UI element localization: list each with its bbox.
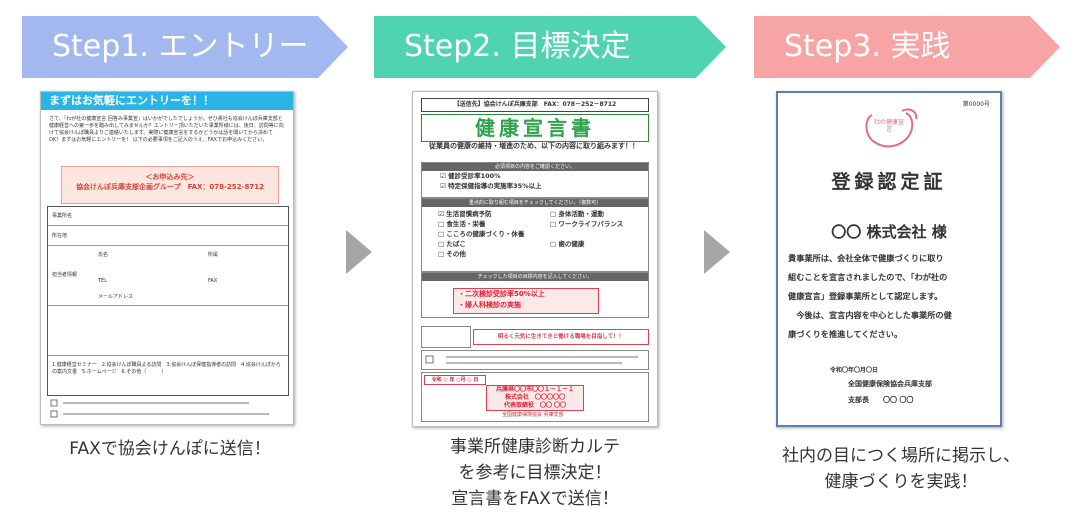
priority-item: □ たばこ [438, 240, 466, 248]
step2-label: Step2. 目標決定 [404, 29, 631, 64]
step2-arrow-shape [374, 16, 726, 78]
certificate-rep: 支部長 〇〇 〇〇 [848, 395, 914, 404]
logo-text: 社の健康宣言 [874, 119, 905, 133]
priority-item-label: 食生活・栄養 [446, 220, 486, 228]
priority-item: □ 食生活・栄養 [438, 220, 486, 228]
target-item: ・婦人科検診の実施 [458, 301, 521, 309]
priority-item-label: ワークライフバランス [558, 220, 624, 228]
company-line: 株式会社 〇〇〇〇〇 [504, 394, 565, 401]
consent-row [421, 350, 649, 370]
caption-line: 社内の目につく場所に掲示し、 [782, 446, 1020, 466]
priority-item: □ ワークライフバランス [550, 220, 624, 228]
caption-line: 健康づくりを実践！ [824, 472, 978, 492]
priority-item: □ その他 [438, 250, 466, 258]
priority-item: ☑ 生活習慣病予防 [438, 210, 492, 218]
step3-caption: 社内の目につく場所に掲示し、 健康づくりを実践！ [746, 443, 1056, 495]
entry-form-table: 事業所名 所在地 担当者情報 氏名 所属 TEL FAX メールアドレス 1.健… [47, 206, 289, 396]
priority-item: □ こころの健康づくり・休養 [438, 230, 525, 238]
field-label: TEL [98, 278, 107, 284]
company-section: 令和 ○ 年 ○月 ○ 日 兵庫県〇〇市〇〇１－１－１ 株式会社 〇〇〇〇〇 代… [421, 372, 649, 422]
declaration-date: 令和 ○ 年 ○月 ○ 日 [424, 375, 486, 385]
field-label: メールアドレス [98, 294, 134, 300]
field-label: 事業所名 [52, 213, 73, 219]
body-line: 今後は、宣言内容を中心とした事業所の健 [788, 310, 952, 320]
step2-banner: Step2. 目標決定 [374, 16, 726, 78]
priority-item-label: その他 [446, 250, 466, 258]
step3-arrow-shape [754, 16, 1060, 78]
priority-item-label: 歯の健康 [558, 240, 585, 248]
required-item: ☑ 健診受診率100% [440, 172, 501, 180]
entry-form-intro: さて、『わが社の健康宣言 回答み事業宣』はいかがでしたでしょうか。ぜひ貴社も協会… [49, 116, 284, 143]
step2-caption: 事業所健康診断カルテ を参考に目標決定！ 宣言書をFAXで送信！ [400, 434, 670, 512]
certificate-document: 第0000号 社の健康宣言 登録認定証 〇〇 株式会社 様 貴事業所は、会社全体… [776, 91, 1002, 427]
required-item-label: 特定保健指導の実施率35%以上 [448, 182, 542, 190]
apply-detail: 協会けんぽ兵庫支部企画グループ FAX：078-252-8712 [76, 183, 264, 191]
required-item: ☑ 特定保健指導の実施率35%以上 [440, 182, 542, 190]
declaration-title: 健康宣言書 [421, 114, 649, 142]
step1-banner: Step1. エントリー [22, 16, 348, 78]
company-line: 兵庫県〇〇市〇〇１－１－１ [495, 386, 574, 393]
fax-destination: 【送信先】協会けんぽ兵庫支部 FAX：078－252－8712 [421, 98, 649, 112]
priority-item: □ 歯の健康 [550, 240, 585, 248]
step1-caption: FAXで協会けんぽに送信！ [30, 436, 310, 462]
health-declaration-logo [865, 108, 918, 148]
target-item: ・二次検診受診率50%以上 [458, 290, 545, 298]
note-bar: チェックした項目の目標内容を記入してください。 [422, 273, 648, 281]
entry-form-header: まずはお気軽にエントリーを！！ [41, 92, 293, 110]
required-section: 必須項目の内容をご確認ください。 ☑ 健診受診率100% ☑ 特定保健指導の実施… [421, 162, 649, 198]
target-section: チェックした項目の目標内容を記入してください。 [421, 272, 649, 318]
apply-title: ＜お申込み先＞ [145, 173, 195, 181]
certificate-title: 登録認定証 [831, 171, 947, 193]
priority-item-label: こころの健康づくり・休養 [446, 230, 525, 238]
body-line: 貴事業所は、会社全体で健康づくりに取り [788, 253, 944, 263]
consent-lines [425, 355, 638, 364]
next-arrow-icon [346, 230, 372, 274]
caption-line: を参考に目標決定！ [458, 463, 612, 483]
required-item-label: 健診受診率100% [448, 172, 501, 180]
entry-form-apply-box: ＜お申込み先＞ 協会けんぽ兵庫支部企画グループ FAX：078-252-8712 [61, 166, 279, 204]
step3-label: Step3. 実践 [784, 29, 951, 64]
step1-label: Step1. エントリー [52, 29, 309, 64]
step3-banner: Step3. 実践 [754, 16, 1060, 78]
certificate-org: 全国健康保険協会兵庫支部 [848, 379, 932, 388]
declaration-document: 【送信先】協会けんぽ兵庫支部 FAX：078－252－8712 健康宣言書 従業… [412, 91, 658, 427]
body-line: 康づくりを推進してください。 [788, 329, 903, 339]
checkbox-rows [50, 399, 269, 418]
caption-line: 事業所健康診断カルテ [450, 437, 620, 457]
entry-form-document: まずはお気軽にエントリーを！！ さて、『わが社の健康宣言 回答み事業宣』はいかが… [40, 91, 294, 425]
company-box: 兵庫県〇〇市〇〇１－１－１ 株式会社 〇〇〇〇〇 代表取締役 〇〇 〇〇 [486, 385, 584, 411]
required-bar: 必須項目の内容をご確認ください。 [422, 163, 648, 171]
priority-item-label: たばこ [446, 240, 466, 248]
next-arrow-icon [704, 230, 730, 274]
slogan-label-box [421, 326, 471, 348]
certificate-company: 〇〇 株式会社 様 [831, 223, 947, 241]
field-label: 所在地 [52, 233, 68, 239]
priority-col-right: □ 身体活動・運動 □ ワークライフバランス □ 歯の健康 [550, 209, 646, 249]
company-line: 代表取締役 〇〇 〇〇 [503, 402, 567, 409]
slogan: 明るく元気に生きてきと働ける職場を目指して！！ [473, 329, 649, 345]
priority-item-label: 身体活動・運動 [558, 210, 604, 218]
certificate-number: 第0000号 [962, 101, 990, 108]
field-label: 所属 [208, 252, 219, 258]
field-label: FAX [208, 278, 218, 284]
target-box: ・二次検診受診率50%以上 ・婦人科検診の実施 [453, 288, 599, 314]
body-line: 組むことを宣言されましたので、「わが社の [788, 272, 948, 282]
declaration-subtitle: 従業員の健康の維持・増進のため、以下の内容に取り組みます！！ [429, 142, 639, 150]
priority-bar: 重点的に取り組む項目をチェックしてください。（複数可） [422, 199, 648, 207]
entry-form-options: 1.健康経営セミナー 2.協会けんぽ職員よる訪問 3.協会けんぽ保健指導者の訪問… [52, 362, 281, 375]
certificate-body: 貴事業所は、会社全体で健康づくりに取り 組むことを宣言されましたので、「わが社の… [788, 249, 990, 344]
certificate-date: 令和〇年〇月〇日 [830, 367, 879, 374]
priority-item-label: 生活習慣病予防 [446, 210, 492, 218]
field-label: 氏名 [98, 252, 109, 258]
caption-line: FAXで協会けんぽに送信！ [69, 439, 271, 459]
issuer: 全国健康保険協会 兵庫支部 [502, 412, 564, 418]
field-label: 担当者情報 [52, 272, 78, 278]
body-line: 健康宣言」登録事業所として認定します。 [788, 291, 943, 301]
priority-item: □ 身体活動・運動 [550, 210, 604, 218]
caption-line: 宣言書をFAXで送信！ [451, 489, 619, 509]
priority-section: 重点的に取り組む項目をチェックしてください。（複数可） ☑ 生活習慣病予防 □ … [421, 198, 649, 272]
priority-col-left: ☑ 生活習慣病予防 □ 食生活・栄養 □ こころの健康づくり・休養 □ たばこ … [438, 209, 534, 259]
step1-arrow-shape [22, 16, 348, 78]
